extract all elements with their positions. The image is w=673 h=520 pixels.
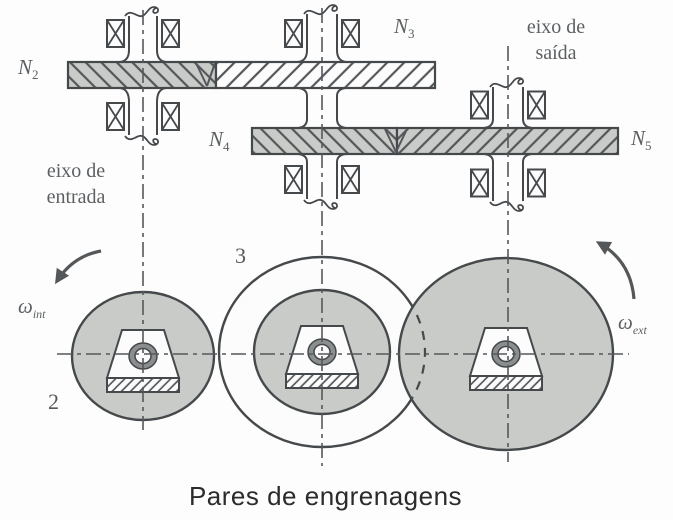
bearing	[284, 165, 303, 194]
bearing	[106, 19, 125, 48]
bearing	[470, 168, 489, 198]
bearing	[341, 19, 360, 48]
hidden-arc	[407, 299, 427, 405]
label-input-shaft: eixo de entrada	[46, 160, 106, 208]
bearing	[527, 168, 546, 198]
bearing	[341, 165, 360, 194]
bearing	[470, 90, 489, 120]
label-n3: N3	[394, 14, 415, 41]
label-gear2-number: 2	[48, 389, 59, 414]
bearing	[527, 90, 546, 120]
bearing	[106, 102, 125, 131]
bearing	[284, 19, 303, 48]
label-output-shaft: eixo de saída	[526, 16, 586, 64]
label-omega-out: ωext	[618, 310, 647, 337]
bearing	[161, 19, 180, 48]
gear-bar-n3	[214, 60, 437, 90]
bearing	[161, 102, 180, 131]
gear-bar-n2	[66, 60, 218, 90]
rotation-arrow-input-icon	[55, 249, 102, 285]
label-gear3-number: 3	[235, 243, 246, 268]
input-shaft	[119, 6, 167, 146]
figure-caption: Pares de engrenagens	[188, 481, 463, 511]
output-shaft	[483, 77, 533, 212]
label-n5: N5	[631, 126, 652, 153]
rotation-arrow-output-icon	[595, 241, 636, 300]
centerlines	[57, 8, 629, 466]
label-n2: N2	[18, 55, 39, 82]
counter-shaft	[297, 4, 347, 210]
label-n4: N4	[209, 127, 230, 154]
gear-bar-n4	[250, 126, 399, 156]
label-omega-in: ωint	[18, 294, 46, 321]
gear-bar-n5	[384, 126, 620, 156]
